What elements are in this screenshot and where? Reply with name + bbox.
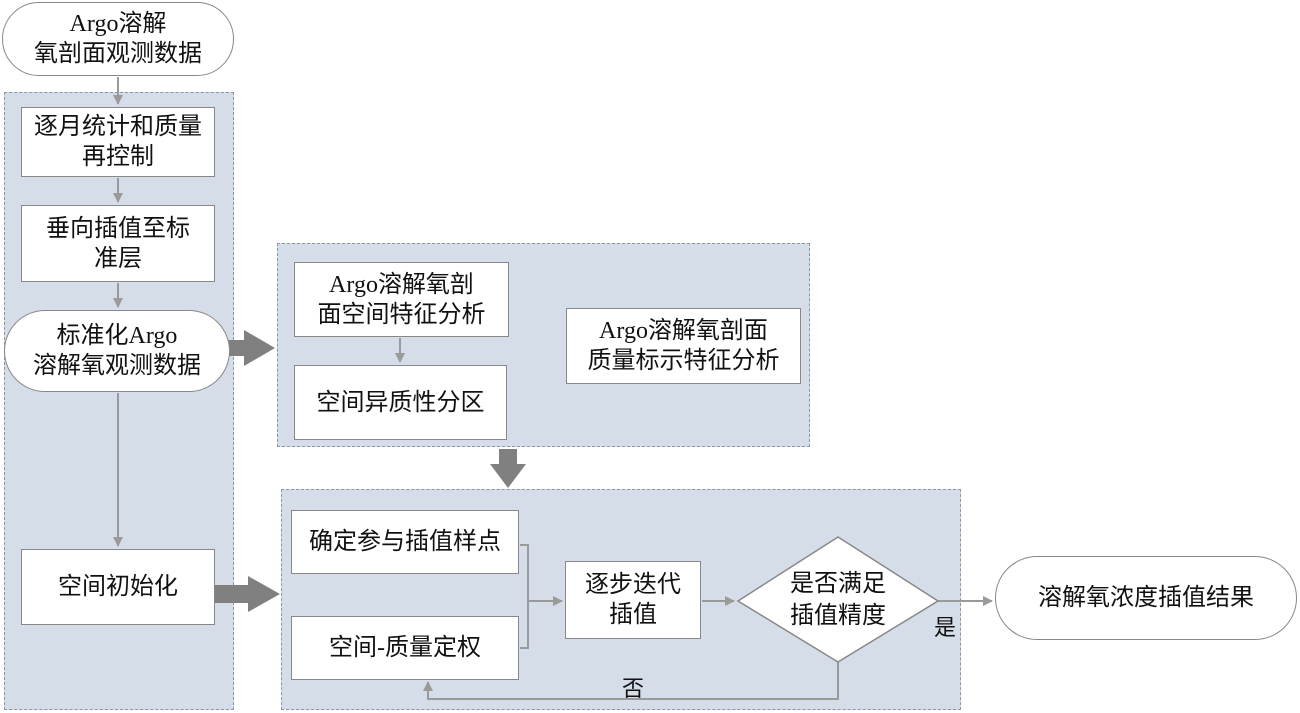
result-label: 溶解氧浓度插值结果 xyxy=(1038,585,1254,611)
input-data-node: Argo溶解 氧剖面观测数据 xyxy=(2,2,234,76)
block-arrow-to-interpolation xyxy=(214,576,280,612)
no-label: 否 xyxy=(622,676,645,701)
weighting-node: 空间-质量定权 xyxy=(291,616,519,680)
standardized-data-label: 标准化Argo 溶解氧观测数据 xyxy=(33,323,201,379)
iterative-interp-label: 逐步迭代 插值 xyxy=(585,572,681,628)
spatial-feature-label: Argo溶解氧剖 面空间特征分析 xyxy=(317,271,486,328)
monthly-qc-label: 逐月统计和质量 再控制 xyxy=(34,114,202,170)
spatial-feature-node: Argo溶解氧剖 面空间特征分析 xyxy=(294,262,509,337)
weighting-label: 空间-质量定权 xyxy=(329,635,481,661)
result-node: 溶解氧浓度插值结果 xyxy=(995,556,1297,640)
quality-feature-node: Argo溶解氧剖面 质量标示特征分析 xyxy=(566,308,801,384)
vertical-interp-node: 垂向插值至标 准层 xyxy=(21,205,215,282)
spatial-init-node: 空间初始化 xyxy=(21,549,215,625)
loop-back-no xyxy=(423,662,839,700)
accuracy-check-label: 是否满足 插值精度 xyxy=(790,571,886,629)
accuracy-check-diamond xyxy=(736,536,940,663)
heterogeneity-node: 空间异质性分区 xyxy=(294,365,507,440)
iterative-interp-node: 逐步迭代 插值 xyxy=(565,561,701,639)
input-data-label: Argo溶解 氧剖面观测数据 xyxy=(34,11,202,67)
yes-label: 是 xyxy=(934,615,957,640)
block-arrow-down-to-interpolation xyxy=(490,449,526,488)
vertical-interp-label: 垂向插值至标 准层 xyxy=(46,215,190,272)
monthly-qc-node: 逐月统计和质量 再控制 xyxy=(21,107,215,177)
quality-feature-label: Argo溶解氧剖面 质量标示特征分析 xyxy=(587,318,780,374)
sample-points-label: 确定参与插值样点 xyxy=(309,529,501,555)
sample-points-node: 确定参与插值样点 xyxy=(291,510,519,574)
spatial-init-label: 空间初始化 xyxy=(58,574,178,600)
heterogeneity-label: 空间异质性分区 xyxy=(316,389,485,416)
bracket-merge xyxy=(520,544,529,649)
standardized-data-node: 标准化Argo 溶解氧观测数据 xyxy=(4,310,230,392)
block-arrow-to-analysis xyxy=(214,330,275,366)
